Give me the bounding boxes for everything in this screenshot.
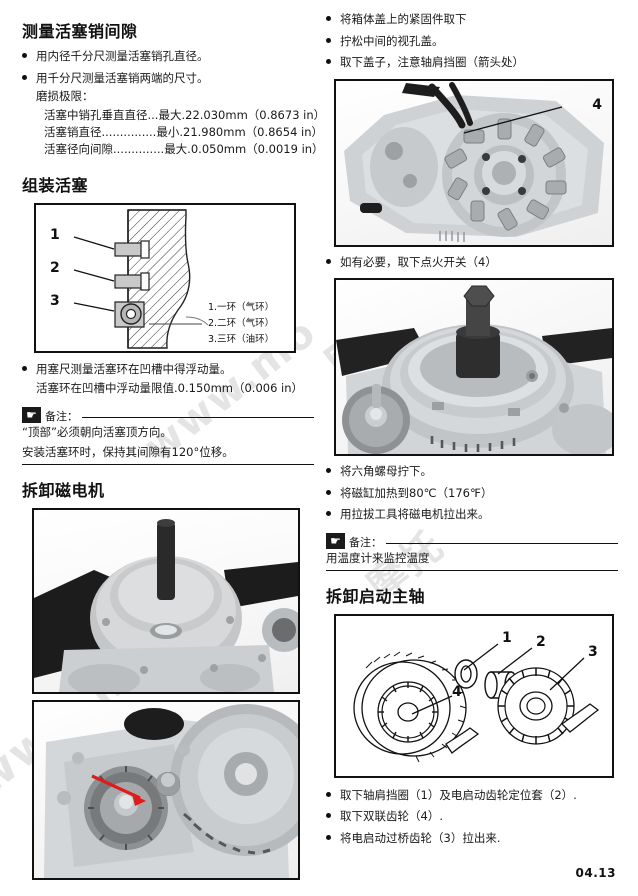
bullet-icon: [22, 362, 36, 371]
list-item: 如有必要，取下点火开关（4）: [326, 255, 618, 271]
list-item-label: 用塞尺测量活塞环在凹槽中得浮动量。: [36, 362, 232, 377]
callout-4: 4: [452, 683, 462, 700]
spec-row: 活塞销直径...............最小.21.980mm（0.8654 i…: [44, 124, 324, 139]
list-item: 用塞尺测量活塞环在凹槽中得浮动量。: [22, 362, 314, 378]
list-item-label: 用千分尺测量活塞销两端的尺寸。: [36, 70, 209, 85]
list-item-label: 将六角螺母拧下。: [340, 464, 432, 479]
bullet-icon: [326, 486, 340, 495]
bullet-icon: [326, 34, 340, 43]
bullet-icon: [326, 831, 340, 840]
ring-float-limit-line: 活塞环在凹槽中浮动量限值.0.150mm（0.006 in）: [36, 380, 304, 395]
page-number: 04.13: [575, 866, 616, 880]
note-divider-bottom: [326, 569, 618, 571]
wear-limit-label: 磨损极限：: [36, 89, 94, 104]
page-title-assemble-piston: 组装活塞: [22, 176, 89, 196]
engine-case-illustration: [34, 519, 298, 693]
note-title: 备注：: [349, 535, 382, 549]
list-item-label: 取下盖子，注意轴肩挡圈（箭头处）: [340, 55, 524, 70]
list-item-label: 用内径千分尺测量活塞销孔直径。: [36, 49, 209, 63]
list-item: 将电启动过桥齿轮（3）拉出来.: [326, 831, 618, 847]
figure-engine-case-with-holder-tool: [32, 508, 300, 695]
list-item-label: 将电启动过桥齿轮（3）拉出来.: [340, 830, 501, 845]
photo-crankcase-stator: [336, 80, 612, 245]
figure-starter-gear-exploded: 1 2 3 4: [334, 613, 614, 778]
photo-engine-case: [34, 510, 298, 693]
list-item: 取下盖子，注意轴肩挡圈（箭头处）: [326, 55, 618, 71]
pointing-hand-icon: [326, 532, 345, 549]
bullet-icon: [326, 809, 340, 818]
list-item: 取下双联齿轮（4）.: [326, 809, 618, 825]
note-box-temperature: 备注： 用温度计来监控温度: [326, 532, 618, 571]
bullet-icon: [22, 71, 36, 80]
photo-starter-gears: [34, 702, 298, 879]
callout-1: 1: [50, 227, 60, 244]
list-item: 拧松中间的视孔盖。: [326, 34, 618, 50]
spec-row: 活塞径向间隙..............最大.0.050mm（0.0019 in…: [44, 142, 324, 157]
note-body-line: 用温度计来监控温度: [326, 550, 430, 565]
note-box-piston-ring: 备注： “顶部”必须朝向活塞顶方向。 安装活塞环时，保持其间隙有120°位移。: [22, 406, 314, 466]
note-divider: [386, 542, 618, 544]
photo-flywheel-puller: [336, 280, 612, 455]
list-item: 取下轴肩挡圈（1）及电启动齿轮定位套（2）.: [326, 788, 618, 804]
piston-ring-diagram-svg: [73, 209, 209, 350]
callout-2: 2: [50, 260, 60, 277]
list-item: 用内径千分尺测量活塞销孔直径。: [22, 49, 314, 65]
left-column: 测量活塞销间隙 用内径千分尺测量活塞销孔直径。 用千分尺测量活塞销两端的尺寸。 …: [22, 0, 326, 881]
list-item-label: 拧松中间的视孔盖。: [340, 33, 444, 48]
bullet-icon: [22, 49, 36, 58]
note-body-line: “顶部”必须朝向活塞顶方向。: [22, 424, 172, 439]
list-item-label: 如有必要，取下点火开关（4）: [340, 254, 497, 269]
stator-illustration: [344, 81, 604, 242]
starter-gear-illustration: [44, 704, 298, 879]
bullet-icon: [326, 55, 340, 64]
callout-4: 4: [592, 96, 602, 113]
note-title: 备注：: [45, 409, 78, 423]
figure-flywheel-puller: [334, 278, 614, 457]
callout-1: 1: [502, 629, 512, 646]
list-item: 用千分尺测量活塞销两端的尺寸。: [22, 71, 314, 87]
puller-illustration: [336, 285, 612, 455]
page-title-remove-magneto: 拆卸磁电机: [22, 481, 105, 501]
callout-3: 3: [588, 643, 598, 660]
right-column: 将箱体盖上的紧固件取下 拧松中间的视孔盖。 取下盖子，注意轴肩挡圈（箭头处）: [326, 0, 618, 852]
ring-legend-3: 3.三环（油环）: [208, 334, 275, 346]
figure-crankcase-cover-stator: 4: [334, 78, 614, 247]
spec-row: 活塞中销孔垂直直径...最大.22.030mm（0.8673 in）: [44, 107, 326, 122]
bullet-icon: [326, 255, 340, 264]
list-item-label: 取下轴肩挡圈（1）及电启动齿轮定位套（2）.: [340, 787, 577, 802]
ring-legend-1: 1.一环（气环）: [208, 302, 275, 314]
list-item: 将磁缸加热到80℃（176℉）: [326, 486, 618, 502]
list-item: 将箱体盖上的紧固件取下: [326, 12, 618, 28]
page-title-measure-piston-pin: 测量活塞销间隙: [22, 22, 138, 41]
bullet-icon: [326, 507, 340, 516]
note-divider: [82, 416, 314, 418]
note-divider-bottom: [22, 464, 314, 466]
callout-2: 2: [536, 633, 546, 650]
list-item: 将六角螺母拧下。: [326, 464, 618, 480]
gear-exploded-svg: [353, 643, 600, 763]
note-header: 备注：: [22, 406, 314, 423]
bullet-icon: [326, 12, 340, 21]
page-title-remove-starter-shaft: 拆卸启动主轴: [326, 586, 426, 606]
bullet-icon: [326, 464, 340, 473]
bullet-icon: [326, 788, 340, 797]
list-item-label: 取下双联齿轮（4）.: [340, 809, 443, 824]
list-item: 用拉拔工具将磁电机拉出来。: [326, 507, 618, 523]
callout-3: 3: [50, 293, 60, 310]
note-body-line: 安装活塞环时，保持其间隙有120°位移。: [22, 444, 234, 459]
pointing-hand-icon: [22, 406, 41, 423]
list-item-label: 将磁缸加热到80℃（176℉）: [340, 485, 493, 500]
ring-legend-2: 2.二环（气环）: [208, 318, 275, 330]
note-header: 备注：: [326, 532, 618, 549]
figure-piston-ring-cross-section: 1 2 3 1.一环（气环） 2.二环（气环） 3.三环（油环）: [34, 203, 296, 354]
figure-starter-gears-with-arrow: [32, 700, 300, 881]
list-item-label: 将箱体盖上的紧固件取下: [340, 12, 467, 26]
list-item-label: 用拉拔工具将磁电机拉出来。: [340, 507, 490, 522]
